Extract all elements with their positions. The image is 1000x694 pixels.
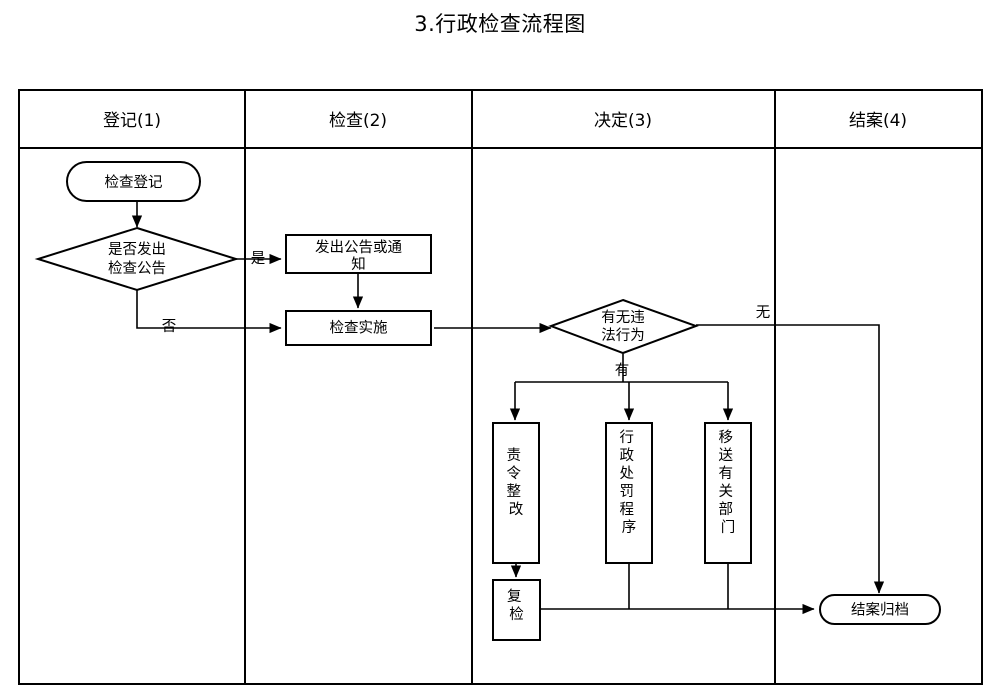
connector-no-to-inspect [136, 285, 282, 334]
node-inspection-execution[interactable]: 检查实施 [285, 310, 432, 346]
column-header-closing: 结案(4) [849, 111, 907, 131]
column-header-decision: 决定(3) [594, 111, 652, 131]
page-title: 3.行政检查流程图 [414, 12, 586, 36]
node-transfer-to-department-label: 移 送 有 关 部 门 [718, 429, 737, 536]
flow-connectors [131, 200, 885, 615]
node-violation-decision-label-line2: 法行为 [601, 327, 645, 344]
node-order-rectification-label: 责 令 整 改 [506, 447, 525, 518]
node-re-inspection[interactable]: 复 检 [492, 579, 541, 641]
node-announce-decision-label-line2: 检查公告 [108, 260, 166, 277]
node-issue-announcement-label-line1: 发出公告或通 [315, 239, 402, 256]
node-announce-decision[interactable]: 是否发出 检查公告 [34, 226, 240, 292]
node-re-inspection-label: 复 检 [507, 587, 526, 623]
node-issue-announcement[interactable]: 发出公告或通 知 [285, 234, 432, 274]
connector-no-violation-to-archive [696, 324, 885, 594]
node-administrative-penalty-label: 行 政 处 罚 程 序 [619, 429, 638, 536]
node-order-rectification[interactable]: 责 令 整 改 [492, 422, 540, 564]
node-inspection-registration[interactable]: 检查登记 [66, 161, 201, 202]
column-header-row: 登记(1) 检查(2) 决定(3) 结案(4) [103, 111, 907, 131]
node-transfer-to-department[interactable]: 移 送 有 关 部 门 [704, 422, 752, 564]
node-violation-decision[interactable]: 有无违 法行为 [548, 298, 699, 355]
node-case-closed-archive[interactable]: 结案归档 [819, 594, 941, 625]
edge-label-yes-announce: 是 [251, 251, 266, 267]
node-case-closed-archive-label: 结案归档 [851, 601, 909, 619]
edge-label-no-announce: 否 [162, 319, 177, 335]
node-administrative-penalty[interactable]: 行 政 处 罚 程 序 [605, 422, 653, 564]
node-inspection-registration-label: 检查登记 [105, 174, 163, 191]
column-header-registration: 登记(1) [103, 111, 161, 131]
node-inspection-execution-label: 检查实施 [330, 320, 388, 337]
column-header-inspection: 检查(2) [329, 111, 387, 131]
node-issue-announcement-label-line2: 知 [351, 256, 366, 273]
swimlane-table-frame [18, 89, 983, 685]
node-announce-decision-label-line1: 是否发出 [108, 241, 166, 258]
node-violation-decision-label-line1: 有无违 [601, 309, 645, 326]
edge-label-no-violation: 无 [756, 305, 771, 321]
edge-label-has-violation: 有 [615, 362, 630, 379]
